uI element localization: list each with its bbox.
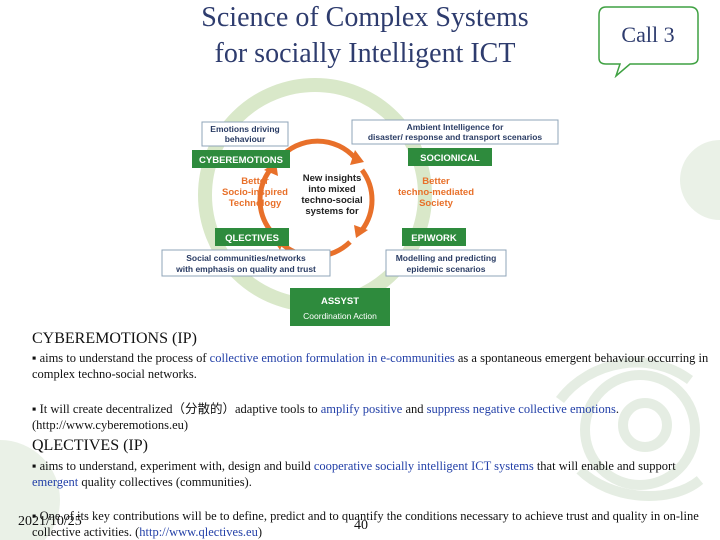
- qlect-b1-text-a: aims to understand, experiment with, des…: [39, 459, 314, 473]
- epiwork-label: EPIWORK: [411, 233, 457, 244]
- right-orange-1: Better: [422, 176, 450, 187]
- center-line-1: New insights: [303, 173, 362, 184]
- qlect-b2-text-end: ): [257, 525, 263, 539]
- slide-title: Science of Complex Systems for socially …: [150, 0, 580, 72]
- emotions-line-2: behaviour: [225, 134, 266, 144]
- assyst-box: [290, 288, 390, 326]
- cyber-bullet-2: ▪ It will create decentralized（分散的）adapt…: [32, 402, 619, 432]
- social-line-2: with emphasis on quality and trust: [175, 264, 316, 274]
- qlect-bullet-1: ▪ aims to understand, experiment with, d…: [32, 459, 676, 489]
- left-orange-1: Better: [241, 176, 269, 187]
- qlect-heading: QLECTIVES (IP): [32, 437, 148, 454]
- qlect-b2-text: One of its key contributions will be to …: [32, 509, 699, 539]
- cyber-b2-highlight-1: amplify positive: [320, 402, 403, 416]
- qlectives-link[interactable]: http://www.qlectives.eu: [139, 525, 258, 539]
- ambient-line-2: disaster/ response and transport scenari…: [368, 132, 543, 142]
- assyst-label: ASSYST: [321, 296, 359, 307]
- cyberemotions-label: CYBEREMOTIONS: [199, 155, 283, 166]
- cyber-b1-text-b: as a spontaneous emergent behaviour occu…: [32, 351, 709, 381]
- modelling-line-1: Modelling and predicting: [396, 253, 497, 263]
- right-orange-3: Society: [419, 198, 454, 209]
- qlectives-label: QLECTIVES: [225, 233, 279, 244]
- cyber-bullet-1: ▪ aims to understand the process of coll…: [32, 351, 709, 381]
- cyber-b2-link[interactable]: . (http://www.cyberemotions.eu): [32, 402, 619, 432]
- social-box: [161, 249, 331, 277]
- call-callout: Call 3: [598, 6, 699, 78]
- ambient-line-1: Ambient Intelligence for: [407, 122, 505, 132]
- title-line-2: for socially Intelligent ICT: [214, 38, 516, 69]
- left-orange-3: Technology: [229, 198, 282, 209]
- right-orange-2: techno-mediated: [398, 187, 474, 198]
- qlect-b1-text-b: that will enable and support: [533, 459, 676, 473]
- projects-diagram: New insights into mixed techno-social sy…: [150, 70, 570, 335]
- cyber-b1-highlight: collective emotion formulation in e-comm…: [209, 351, 455, 365]
- coordination-label: Coordination Action: [303, 311, 377, 321]
- cyber-b2-text-b: and: [402, 402, 427, 416]
- cyber-b2-text-a: It will create decentralized（分散的）adaptiv…: [39, 402, 321, 416]
- socionical-box: [408, 148, 492, 166]
- callout-text: Call 3: [621, 22, 675, 47]
- page-number: 40: [354, 518, 368, 533]
- qlect-b1-highlight: cooperative socially intelligent ICT sys…: [313, 459, 534, 473]
- qlect-bullet-2: ▪ One of its key contributions will be t…: [32, 509, 699, 539]
- qlect-b1-highlight-2: emergent: [32, 475, 79, 489]
- left-orange-2: Socio-inspired: [222, 187, 288, 198]
- center-line-2: into mixed: [308, 184, 356, 195]
- modelling-box: [385, 249, 507, 277]
- cyber-b2-highlight-2: suppress negative collective emotions: [426, 402, 616, 416]
- cyberemotions-box: [192, 150, 290, 168]
- cyber-heading: CYBEREMOTIONS (IP): [32, 330, 197, 347]
- cyber-b1-text-a: aims to understand the process of: [39, 351, 210, 365]
- center-line-4: systems for: [305, 206, 359, 217]
- qlect-b1-text-c: quality collectives (communities).: [78, 475, 252, 489]
- epiwork-box: [402, 228, 466, 246]
- socionical-label: SOCIONICAL: [420, 153, 480, 164]
- social-line-1: Social communities/networks: [186, 253, 306, 263]
- slide-date: 2021/10/25: [18, 514, 82, 529]
- title-line-1: Science of Complex Systems: [201, 2, 529, 33]
- emotions-box: [201, 121, 289, 147]
- center-line-3: techno-social: [301, 195, 362, 206]
- modelling-line-2: epidemic scenarios: [407, 264, 486, 274]
- emotions-line-1: Emotions driving: [210, 124, 279, 134]
- qlectives-box: [215, 228, 289, 246]
- ambient-box: [351, 119, 559, 145]
